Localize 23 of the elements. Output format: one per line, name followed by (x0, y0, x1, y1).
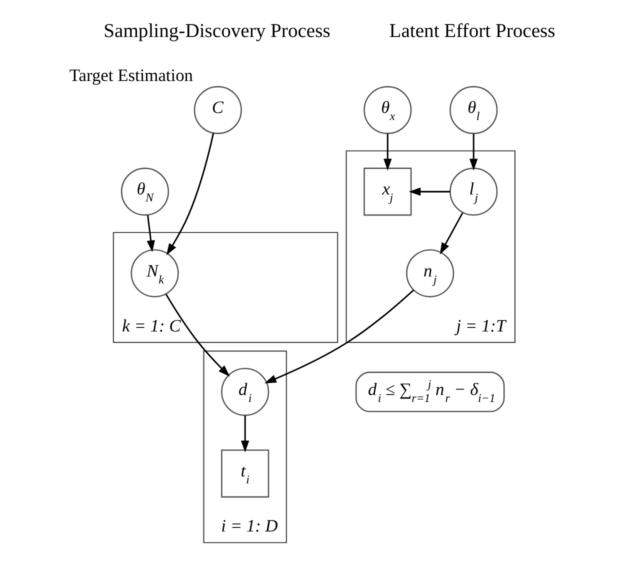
arrow (166, 133, 214, 256)
arrow (439, 212, 463, 254)
arrow (264, 289, 414, 384)
arrow (164, 294, 230, 377)
arrow (383, 134, 392, 171)
node-box: d$_{i}$ ≤ ∑$_{r=1}$$^{j}$ n$_{r}$ − δ$_{i−1}$ (354, 372, 504, 412)
node-box: t$_{i}$ (220, 449, 269, 498)
node-circle: d$_{i}$ (220, 368, 269, 416)
arrow (240, 416, 249, 452)
node-circle: n$_{j}$ (406, 249, 454, 298)
node-label: Target Estimation (68, 65, 193, 86)
node-circle: θ$_{N}$ (120, 168, 169, 216)
node-circle: θ$_{x}$ (363, 86, 412, 134)
arrow (146, 215, 154, 252)
label: Sampling-Discovery Process (103, 21, 330, 42)
node-circle: l$_{j}$ (449, 168, 498, 216)
arrow (468, 134, 478, 171)
node-circle: θ$_{l}$ (449, 86, 498, 134)
node-box: x$_{j}$ (363, 168, 412, 216)
node-circle: C (193, 86, 242, 134)
arrow (408, 188, 450, 196)
node-circle: N$_{k}$ (130, 249, 178, 298)
label: Latent Effort Process (388, 21, 555, 42)
